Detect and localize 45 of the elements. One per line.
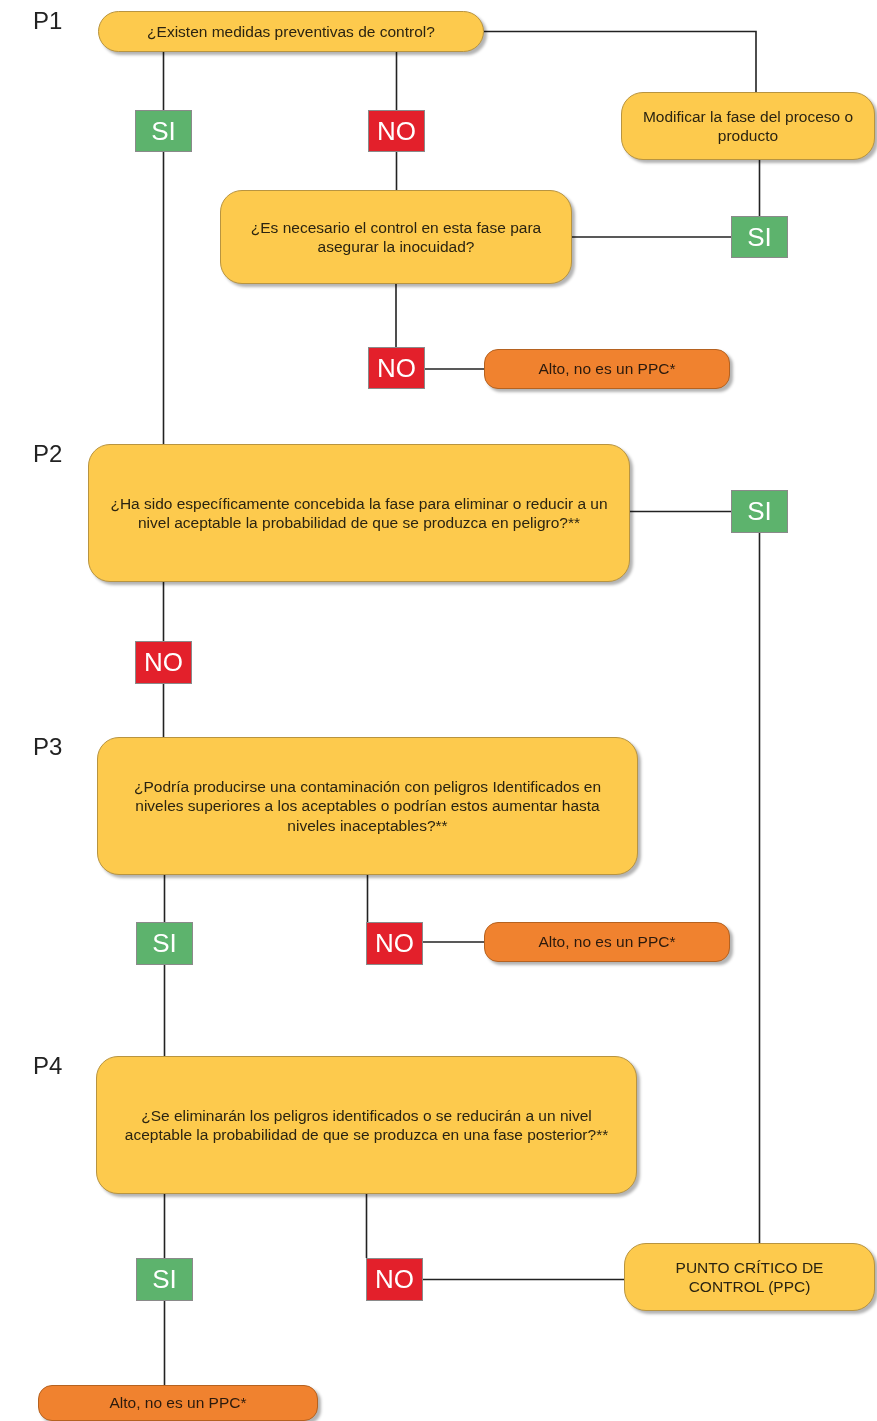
connector-line: [424, 368, 485, 370]
yes-box: SI: [731, 490, 788, 533]
connector-line: [163, 1300, 166, 1386]
stop-box: Alto, no es un PPC*: [484, 349, 730, 389]
connector-line: [758, 532, 761, 1244]
connector-line: [163, 874, 166, 923]
decision-box: ¿Se eliminarán los peligros identificados o se reducirán a un nivel aceptable la probabilidad de que se produzca en una fase posterior?**: [96, 1056, 637, 1194]
connector-line: [162, 581, 165, 642]
connector-line: [163, 964, 166, 1057]
connector-line: [395, 151, 398, 191]
step-label: P3: [33, 733, 63, 761]
connector-line: [162, 683, 165, 738]
decision-box: Modificar la fase del proceso o producto: [621, 92, 875, 160]
no-box: NO: [368, 110, 425, 152]
connector-line: [422, 1278, 625, 1281]
no-box: NO: [135, 641, 192, 684]
step-label: P4: [33, 1052, 63, 1080]
no-box: NO: [366, 1258, 423, 1301]
connector-line: [163, 1193, 166, 1259]
connector-line: [422, 941, 485, 943]
connector-line: [571, 236, 732, 238]
connector-line: [365, 1193, 368, 1259]
decision-box: PUNTO CRÍTICO DE CONTROL (PPC): [624, 1243, 875, 1311]
connector-line: [758, 159, 761, 217]
step-label: P2: [33, 440, 63, 468]
connector-line: [483, 30, 757, 93]
no-box: NO: [368, 347, 425, 389]
decision-box: ¿Podría producirse una contaminación con peligros Identificados en niveles superiores a los aceptables o podrían estos aumentar hasta niveles inaceptables?**: [97, 737, 638, 875]
yes-box: SI: [135, 110, 192, 152]
yes-box: SI: [136, 922, 193, 965]
connector-line: [629, 510, 732, 513]
yes-box: SI: [136, 1258, 193, 1301]
no-box: NO: [366, 922, 423, 965]
step-label: P1: [33, 7, 63, 35]
connector-line: [162, 151, 165, 445]
connector-line: [366, 874, 369, 923]
yes-box: SI: [731, 216, 788, 258]
connector-line: [395, 51, 398, 111]
decision-box: ¿Existen medidas preventivas de control?: [98, 11, 484, 52]
decision-box: ¿Es necesario el control en esta fase para asegurar la inocuidad?: [220, 190, 572, 284]
connector-line: [395, 283, 397, 348]
stop-box: Alto, no es un PPC*: [38, 1385, 318, 1421]
decision-box: ¿Ha sido específicamente concebida la fase para eliminar o reducir a un nivel aceptable la probabilidad de que se produzca en peligro?**: [88, 444, 630, 582]
stop-box: Alto, no es un PPC*: [484, 922, 730, 962]
connector-line: [162, 51, 165, 111]
